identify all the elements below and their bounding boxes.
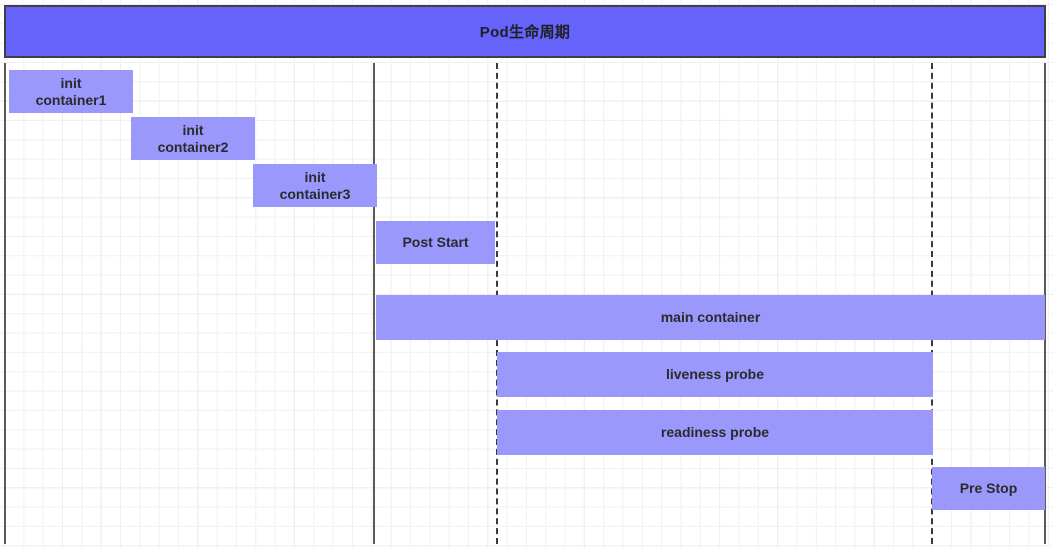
- phase-bar-init-container-3[interactable]: init container3: [253, 164, 377, 207]
- phase-bar-post-start[interactable]: Post Start: [376, 221, 495, 264]
- phase-bar-readiness-probe[interactable]: readiness probe: [497, 410, 933, 455]
- container-start-line: [373, 63, 375, 544]
- page-title: Pod生命周期: [4, 5, 1046, 58]
- phase-bar-init-container-1[interactable]: init container1: [9, 70, 133, 113]
- timeline-origin-line: [4, 63, 6, 544]
- timeline-end-line: [1044, 63, 1046, 544]
- phase-bar-pre-stop[interactable]: Pre Stop: [932, 467, 1045, 510]
- phase-bar-liveness-probe[interactable]: liveness probe: [497, 352, 933, 397]
- phase-bar-init-container-2[interactable]: init container2: [131, 117, 255, 160]
- phase-bar-main-container[interactable]: main container: [376, 295, 1045, 340]
